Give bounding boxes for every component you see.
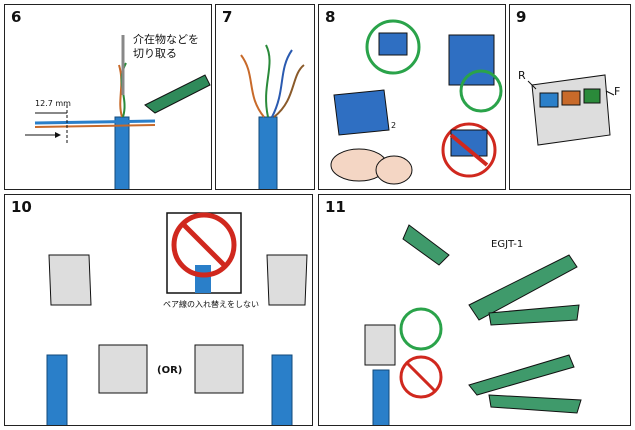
step11-illustration	[364, 224, 582, 425]
step10-illustration	[46, 212, 308, 425]
step9-illustration	[527, 74, 615, 146]
step6-note-2: 切り取る	[133, 47, 177, 60]
panel-step-10: 10 (OR) ペア線の入れ替えをしない	[4, 194, 313, 426]
step9-label-f: F	[614, 85, 621, 98]
panel-step-7: 7	[215, 4, 315, 190]
step-number: 6	[11, 8, 22, 26]
panel-step-6: 6 介在物などを 切り取る 12.7 mm	[4, 4, 212, 190]
step-number: 9	[516, 8, 527, 26]
step-number: 11	[325, 198, 346, 216]
step-number: 8	[325, 8, 336, 26]
step7-illustration	[240, 44, 305, 189]
panel-step-11: 11 EGJT-1	[318, 194, 631, 426]
step6-measure: 12.7 mm	[35, 99, 71, 108]
step8-arrow-label: 2	[391, 121, 397, 130]
panel-step-8: 8 2	[318, 4, 506, 190]
step10-or-label: (OR)	[157, 365, 183, 376]
step8-illustration	[330, 19, 503, 185]
step-number: 7	[222, 8, 233, 26]
step9-label-r: R	[518, 69, 526, 82]
panel-step-9: 9 R F	[509, 4, 631, 190]
step6-note: 介在物などを	[133, 33, 199, 46]
step-number: 10	[11, 198, 32, 216]
step10-warning: ペア線の入れ替えをしない	[163, 300, 259, 309]
step6-illustration	[25, 35, 211, 189]
step11-tool-label: EGJT-1	[491, 239, 524, 250]
